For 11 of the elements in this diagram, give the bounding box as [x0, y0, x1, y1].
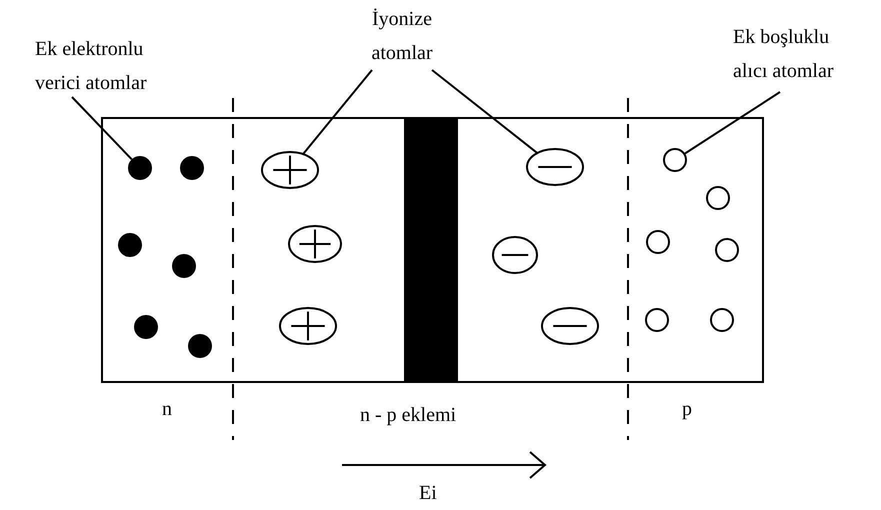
- callout-text: Ek elektronlu verici atomlar: [35, 37, 148, 96]
- callout-text: İyonize atomlar: [370, 7, 434, 66]
- region-label: n: [162, 397, 172, 422]
- region-label: p: [682, 397, 692, 422]
- field-label: Ei: [419, 481, 437, 506]
- leader-line: [71, 96, 132, 160]
- leader-line: [431, 69, 538, 154]
- leader-line: [684, 91, 781, 155]
- junction-label: n - p eklemi: [360, 403, 456, 428]
- callout-text: Ek boşluklu alıcı atomlar: [733, 25, 835, 84]
- leader-line: [302, 69, 373, 155]
